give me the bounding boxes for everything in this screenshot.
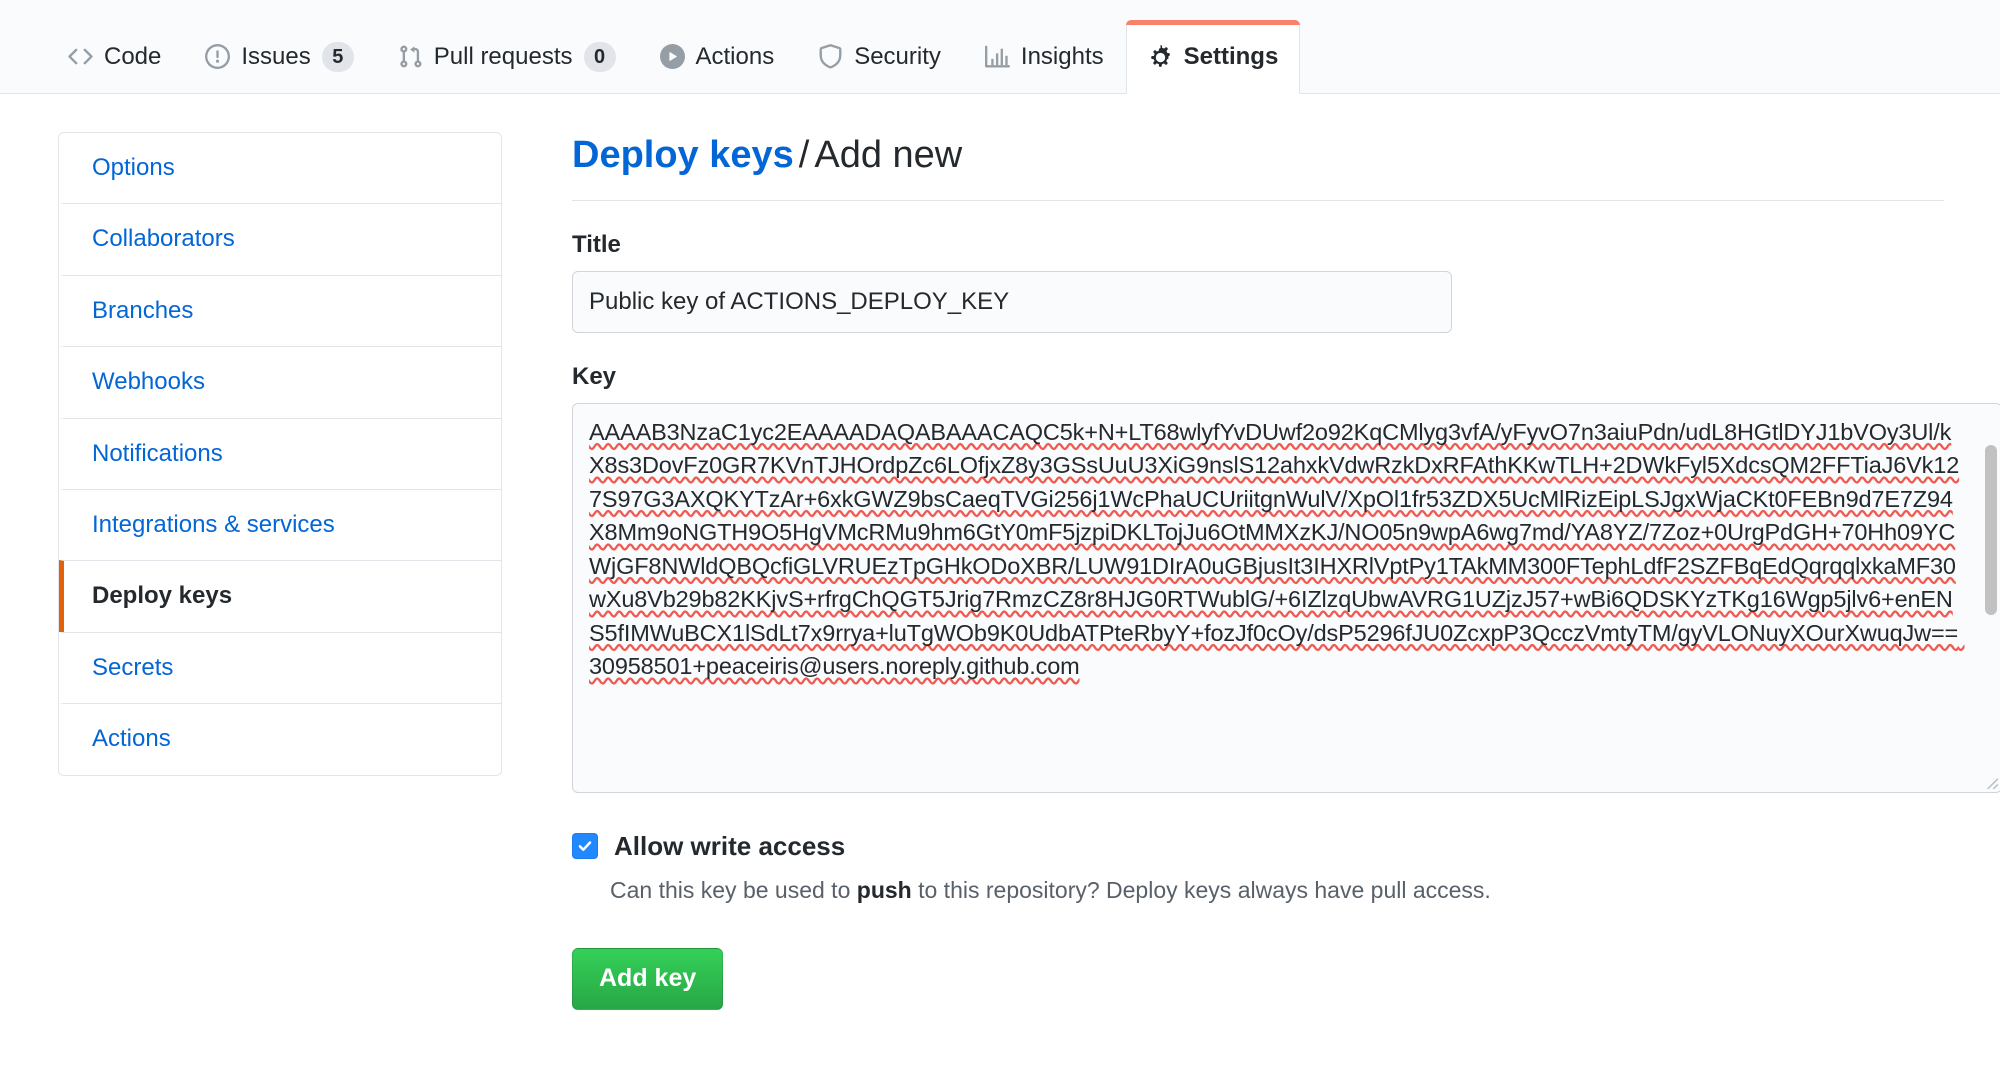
allow-write-access-help: Can this key be used to push to this rep… [610,874,1944,906]
sidebar-item-collaborators[interactable]: Collaborators [59,203,501,275]
tab-insights[interactable]: Insights [963,19,1126,93]
tab-security-label: Security [854,42,941,70]
tab-settings[interactable]: Settings [1125,20,1301,94]
sidebar-item-notifications[interactable]: Notifications [59,417,501,489]
git-pull-request-icon [398,44,423,69]
sidebar-item-label: Deploy keys [92,582,233,610]
sidebar-item-label: Webhooks [92,368,205,396]
help-prefix: Can this key be used to [610,876,857,903]
repo-nav: Code Issues 5 Pull requests 0 Actions Se… [0,0,2000,94]
tab-pull-requests[interactable]: Pull requests 0 [376,19,638,93]
sidebar-item-label: Branches [92,296,194,324]
tab-pull-requests-label: Pull requests [433,42,573,70]
add-key-button[interactable]: Add key [572,947,724,1010]
key-textarea-scrollbar[interactable] [1982,404,2000,791]
sidebar-item-branches[interactable]: Branches [59,274,501,347]
tab-issues-counter: 5 [321,41,354,72]
sidebar-item-label: Integrations & services [92,510,335,538]
key-textarea-wrapper[interactable]: AAAAB3NzaC1yc2EAAAADAQABAAACAQC5k+N+LT68… [572,402,2000,793]
breadcrumb-current: Add new [814,134,963,176]
sidebar-item-label: Actions [92,725,171,753]
breadcrumb-deploy-keys-link[interactable]: Deploy keys [572,134,794,176]
page-title: Deploy keys/Add new [572,132,1944,201]
key-field-label: Key [572,362,617,390]
allow-write-access-checkbox[interactable] [572,833,598,859]
graph-icon [984,44,1010,69]
sidebar-item-secrets[interactable]: Secrets [59,631,501,704]
tab-actions[interactable]: Actions [638,19,797,93]
sidebar-item-label: Options [92,154,175,181]
sidebar-item-deploy-keys[interactable]: Deploy keys [59,560,501,632]
sidebar-item-webhooks[interactable]: Webhooks [59,346,501,418]
key-textarea[interactable]: AAAAB3NzaC1yc2EAAAADAQABAAACAQC5k+N+LT68… [589,418,1965,680]
main-content: Deploy keys/Add new Title Key AAAAB3NzaC… [502,132,2000,1010]
sidebar-item-options[interactable]: Options [59,133,501,204]
textarea-resize-handle-icon[interactable] [1981,772,1999,790]
issue-opened-icon [205,44,231,69]
tab-issues-label: Issues [241,42,311,70]
breadcrumb-separator: / [798,134,810,176]
key-textarea-scrollbar-thumb[interactable] [1985,444,1997,615]
gear-icon [1148,44,1173,70]
play-icon [659,44,685,69]
tab-pull-requests-counter: 0 [583,41,616,72]
tab-code[interactable]: Code [46,19,183,93]
check-icon [578,841,592,851]
tab-settings-label: Settings [1183,43,1279,70]
help-suffix: to this repository? Deploy keys always h… [911,876,1491,903]
settings-sidebar: Options Collaborators Branches Webhooks … [58,132,502,776]
title-input[interactable] [572,270,1452,333]
sidebar-item-label: Notifications [92,439,223,467]
title-field-label: Title [572,230,621,258]
tab-insights-label: Insights [1020,42,1104,70]
shield-icon [818,44,843,69]
tab-actions-label: Actions [695,42,775,70]
sidebar-item-label: Secrets [92,653,174,681]
code-icon [68,44,93,69]
tab-security[interactable]: Security [796,19,963,93]
tab-issues[interactable]: Issues 5 [183,19,375,93]
page-body: Options Collaborators Branches Webhooks … [0,94,2000,1010]
allow-write-access-label: Allow write access [614,830,846,861]
allow-write-access-row[interactable]: Allow write access [572,831,1944,862]
sidebar-item-integrations-and-services[interactable]: Integrations & services [59,488,501,561]
help-bold-push: push [856,876,912,903]
sidebar-item-label: Collaborators [92,225,235,253]
sidebar-item-actions[interactable]: Actions [59,703,501,775]
tab-code-label: Code [104,42,162,70]
